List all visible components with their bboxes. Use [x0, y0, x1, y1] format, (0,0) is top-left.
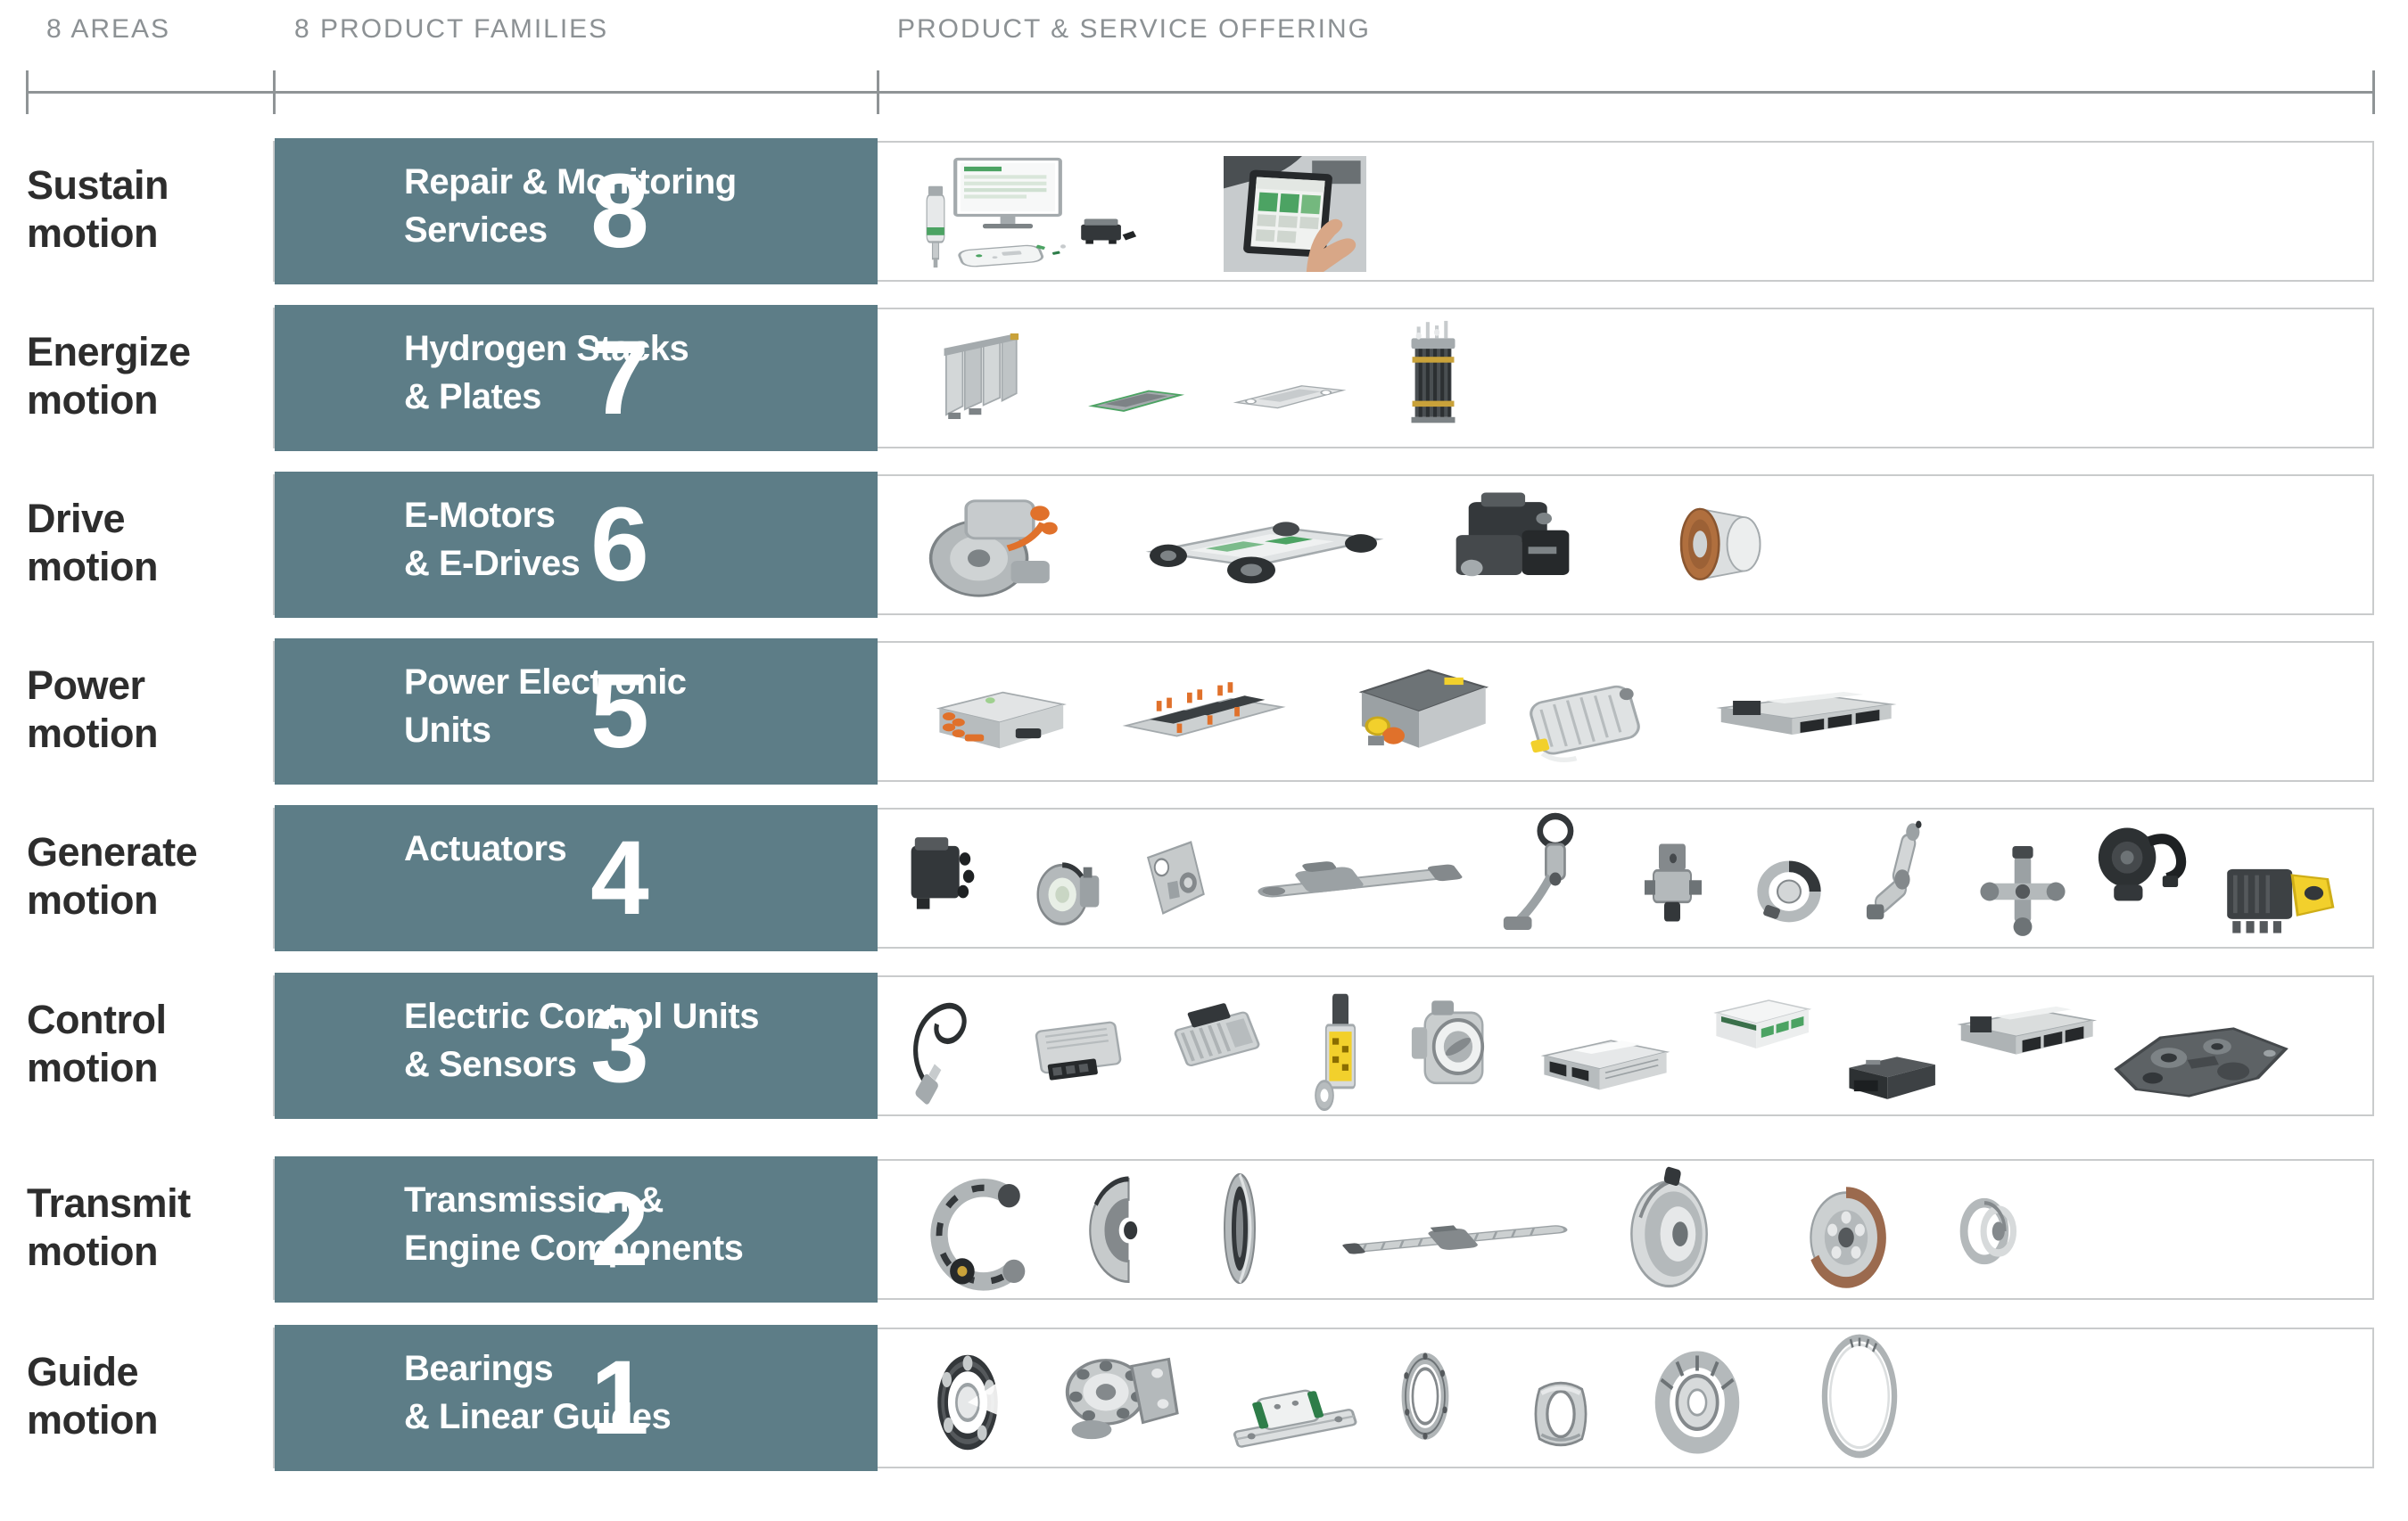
product-act-module-image [1634, 822, 1723, 943]
product-engine-dark-image [1434, 483, 1591, 601]
product-double-clutch-image [1951, 1184, 2030, 1278]
family-number: 6 [590, 486, 649, 604]
product-box-green-io-image [1696, 982, 1821, 1072]
product-inverter-orange-image [920, 670, 1079, 770]
product-e-motor-orange-image [911, 486, 1072, 611]
product-act-arm-image [1489, 810, 1607, 943]
header-rule-tick [2372, 70, 2375, 114]
product-thin-ring-image [1803, 1327, 1916, 1466]
product-ball-screw-image [1336, 1198, 1579, 1278]
product-rotor-image [1659, 490, 1777, 594]
area-label: Sustain motion [27, 162, 169, 256]
product-unit-silver-image [1514, 658, 1655, 777]
product-hydrogen-stack-image [1388, 317, 1479, 433]
product-monitor-image [945, 150, 1070, 243]
column-label-product-families: 8 PRODUCT FAMILIES [294, 14, 609, 44]
area-label: Drive motion [27, 496, 158, 589]
product-flanged-ring-image [1386, 1339, 1464, 1453]
product-lubricator-image [910, 178, 961, 276]
product-ecu-flat-image [1026, 1000, 1136, 1100]
product-act-robot-arm-image [1855, 810, 1951, 934]
product-act-valve-image [1971, 840, 2074, 943]
product-clutch-half-image [1075, 1166, 1171, 1295]
header-rule-line [26, 91, 2375, 94]
product-clutch-cutaway-image [920, 1170, 1043, 1300]
product-torque-converter-image [1616, 1163, 1727, 1300]
family-number: 1 [590, 1339, 649, 1457]
family-title: Transmission & Engine Components [404, 1180, 744, 1268]
area-label: Transmit motion [27, 1180, 191, 1274]
family-title: Electric Control Units & Sensors [404, 997, 759, 1084]
product-throttle-body-image [1398, 986, 1509, 1107]
product-taper-bearing-image [1641, 1339, 1753, 1466]
header-rule-tick [273, 70, 276, 114]
product-bipolar-plate-image [1084, 370, 1189, 420]
area-label: Energize motion [27, 329, 191, 423]
product-box-dark-image [1830, 1040, 1950, 1118]
product-act-pump-black-image [2085, 810, 2196, 924]
area-label: Control motion [27, 997, 167, 1090]
family-title: Hydrogen Stacks & Plates [404, 329, 689, 416]
product-wheel-bearing-image [1049, 1336, 1192, 1453]
product-act-yellow-image [2214, 845, 2349, 945]
product-metal-plate-image [1229, 364, 1350, 419]
family-number: 7 [590, 319, 649, 437]
area-label: Guide motion [27, 1349, 158, 1443]
family-number: 8 [590, 152, 649, 270]
product-ecu-large-image [1536, 1022, 1675, 1116]
product-act-bracket-image [1133, 827, 1218, 931]
family-number: 5 [590, 653, 649, 770]
product-ecu-connectors-image [1705, 670, 1903, 760]
product-act-pump-image [1026, 840, 1113, 945]
family-title: Bearings & Linear Guides [404, 1349, 672, 1436]
column-label-offering: PRODUCT & SERVICE OFFERING [897, 14, 1371, 44]
product-device-black-image [1066, 207, 1142, 253]
family-title: Power Electronic Units [404, 662, 687, 750]
product-act-clutch-ring-image [1741, 845, 1837, 938]
family-number: 4 [590, 819, 649, 937]
product-valve-plate-image [2100, 1004, 2302, 1116]
product-small-parts-image [1026, 230, 1079, 269]
product-sensor-yellow-image [1300, 986, 1381, 1116]
family-number: 3 [590, 987, 649, 1105]
product-power-module-image [1119, 662, 1289, 765]
product-ecu-finned-image [1163, 990, 1281, 1088]
family-title: Repair & Monitoring Services [404, 162, 737, 250]
product-act-linear-image [1247, 838, 1475, 924]
area-label: Generate motion [27, 829, 198, 923]
product-clutch-brown-image [1797, 1175, 1895, 1300]
product-linear-guide-image [1229, 1362, 1361, 1466]
product-act-box-dark-image [896, 822, 989, 931]
column-label-areas: 8 AREAS [46, 14, 171, 44]
family-number: 2 [590, 1171, 649, 1288]
product-sensor-pad-image [947, 230, 1054, 276]
product-inverter-yellow-image [1340, 651, 1498, 772]
area-label: Power motion [27, 662, 158, 756]
product-bearing-cutaway-image [928, 1339, 1008, 1466]
product-cable-sensor-image [896, 982, 998, 1113]
product-spherical-bearing-image [1513, 1362, 1609, 1466]
product-ecu-connectors-image [1949, 982, 2102, 1082]
product-family-box-4: 4 Actuators [275, 805, 878, 951]
family-title: E-Motors & E-Drives [404, 496, 581, 583]
family-title: Actuators [404, 829, 567, 868]
header-rule-tick [877, 70, 879, 114]
product-tablet-photo-image [1224, 156, 1366, 272]
product-ev-chassis-image [1126, 492, 1393, 595]
header-rule-tick [26, 70, 29, 114]
product-fuel-cell-stack-image [928, 323, 1031, 430]
product-converter-slice-image [1195, 1163, 1284, 1295]
